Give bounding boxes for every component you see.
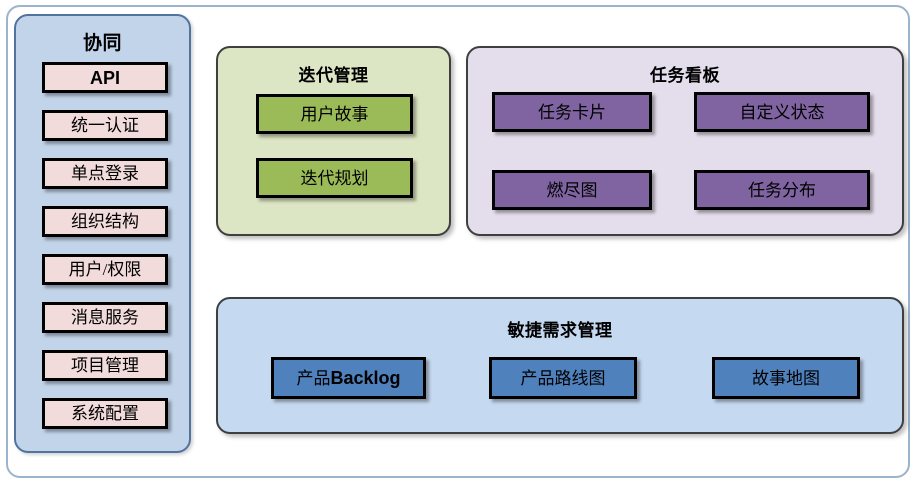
sidebar-item-unified-auth[interactable]: 统一认证 xyxy=(42,110,168,141)
taskboard-item-task-card[interactable]: 任务卡片 xyxy=(492,92,652,132)
iteration-item-iteration-planning[interactable]: 迭代规划 xyxy=(256,158,413,198)
taskboard-item-label: 任务分布 xyxy=(748,180,816,200)
sidebar-item-project-management[interactable]: 项目管理 xyxy=(42,350,168,381)
iteration-item-label: 用户故事 xyxy=(300,104,369,124)
taskboard-item-label: 任务卡片 xyxy=(538,102,606,122)
sidebar-item-label: 单点登录 xyxy=(71,164,139,183)
agile-item-label: 产品Backlog xyxy=(296,369,400,387)
agile-item-label-en: Backlog xyxy=(330,368,401,388)
sidebar-item-label: 组织结构 xyxy=(71,212,139,231)
panel-collaboration-title: 协同 xyxy=(82,33,122,54)
panel-agile-requirement-management[interactable]: 敏捷需求管理 产品Backlog 产品路线图 故事地图 xyxy=(216,297,904,434)
sidebar-item-single-sign-on[interactable]: 单点登录 xyxy=(42,158,168,189)
sidebar-item-label: 消息服务 xyxy=(71,308,139,327)
agile-item-label: 故事地图 xyxy=(752,368,820,388)
sidebar-item-org-structure[interactable]: 组织结构 xyxy=(42,206,168,237)
sidebar-item-label: 项目管理 xyxy=(71,356,139,375)
sidebar-item-label: 系统配置 xyxy=(71,404,139,423)
panel-collaboration[interactable]: 协同 API 统一认证 单点登录 组织结构 用户/权限 消息服务 项目管理 系统… xyxy=(14,14,191,453)
sidebar-item-label: API xyxy=(89,67,120,88)
agile-item-product-backlog[interactable]: 产品Backlog xyxy=(271,357,426,399)
panel-iteration-management[interactable]: 迭代管理 用户故事 迭代规划 xyxy=(216,46,451,236)
outer-frame xyxy=(6,5,910,478)
taskboard-item-task-distribution[interactable]: 任务分布 xyxy=(694,170,870,210)
panel-task-board-title: 任务看板 xyxy=(650,66,720,85)
panel-agile-requirement-management-title: 敏捷需求管理 xyxy=(507,321,613,340)
sidebar-item-message-service[interactable]: 消息服务 xyxy=(42,302,168,333)
agile-item-label: 产品路线图 xyxy=(520,368,606,388)
agile-item-product-roadmap[interactable]: 产品路线图 xyxy=(489,357,637,399)
iteration-item-user-story[interactable]: 用户故事 xyxy=(256,94,413,134)
panel-task-board[interactable]: 任务看板 任务卡片 自定义状态 燃尽图 任务分布 xyxy=(466,46,904,236)
agile-item-story-map[interactable]: 故事地图 xyxy=(712,357,860,399)
sidebar-item-api[interactable]: API xyxy=(42,62,168,93)
iteration-item-label: 迭代规划 xyxy=(300,168,369,188)
taskboard-item-custom-status[interactable]: 自定义状态 xyxy=(694,92,870,132)
taskboard-item-label: 自定义状态 xyxy=(739,102,825,122)
agile-item-label-cn: 产品 xyxy=(296,369,331,388)
taskboard-item-burndown-chart[interactable]: 燃尽图 xyxy=(492,170,652,210)
sidebar-item-user-permission[interactable]: 用户/权限 xyxy=(42,254,168,285)
sidebar-item-label: 统一认证 xyxy=(71,116,139,135)
panel-iteration-management-title: 迭代管理 xyxy=(298,66,369,85)
taskboard-item-label: 燃尽图 xyxy=(546,180,598,200)
sidebar-item-label: 用户/权限 xyxy=(68,260,142,279)
sidebar-item-system-config[interactable]: 系统配置 xyxy=(42,398,168,429)
